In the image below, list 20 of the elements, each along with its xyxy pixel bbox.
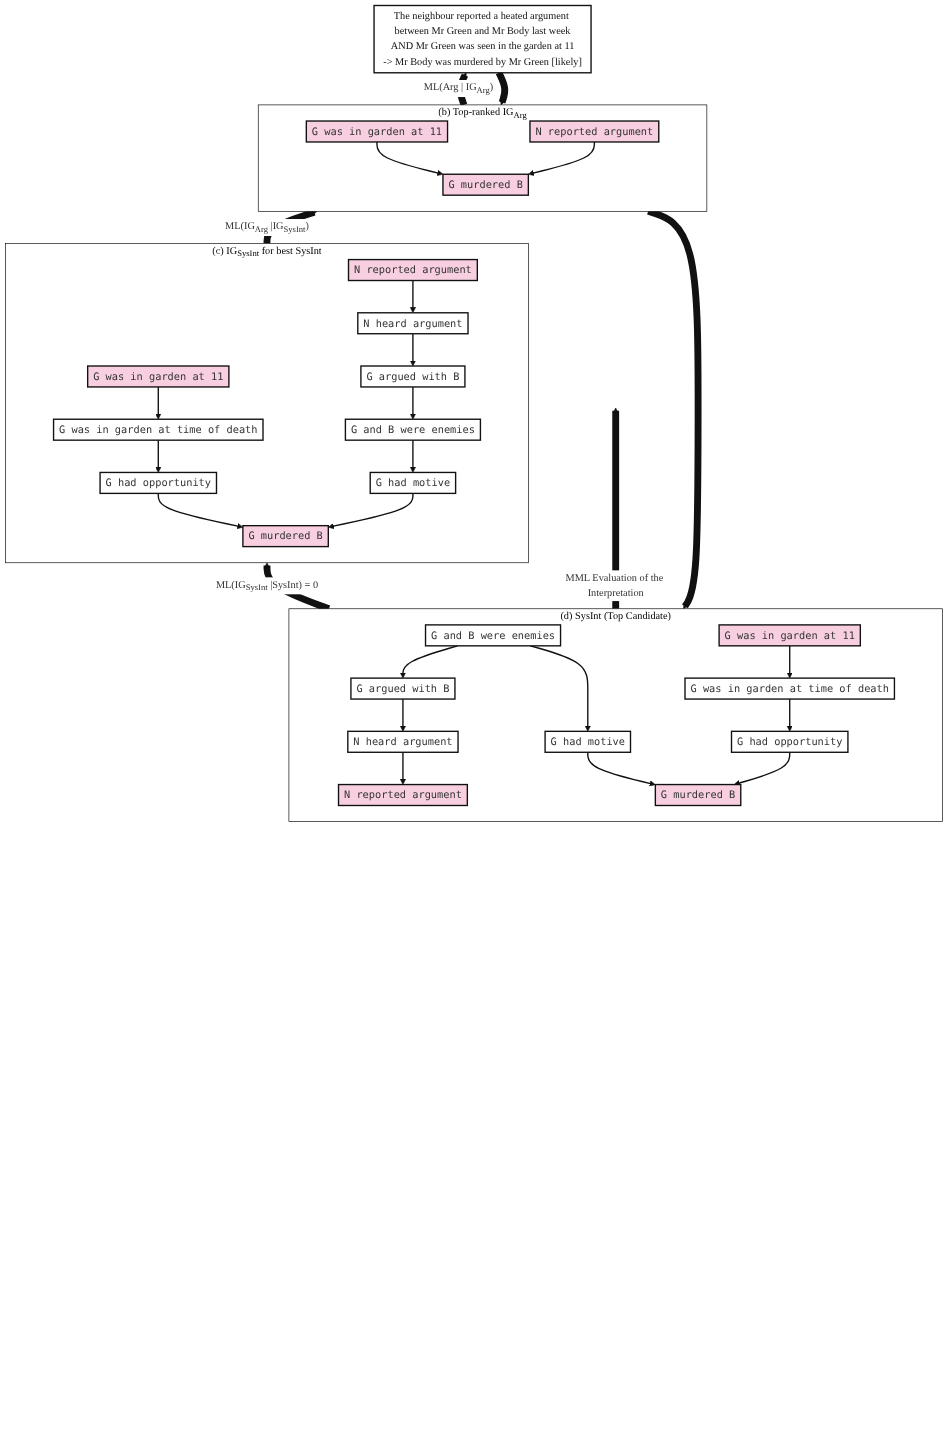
arrow (328, 492, 414, 530)
arrow (409, 279, 416, 314)
arrow (528, 141, 596, 176)
arrow (409, 333, 416, 367)
arrow (399, 698, 406, 732)
arrow (155, 386, 162, 420)
arrow (647, 208, 702, 610)
arrow (786, 645, 793, 679)
arrow (409, 386, 416, 420)
arrow (733, 751, 791, 786)
arrow (157, 492, 244, 530)
arrow (495, 71, 509, 106)
arrow (786, 698, 793, 732)
arrow (399, 751, 406, 785)
arrow (587, 751, 656, 787)
arrow (409, 439, 416, 473)
arrow (155, 439, 162, 473)
arrow (399, 645, 459, 679)
arrow (376, 141, 444, 176)
arrow (529, 645, 591, 732)
